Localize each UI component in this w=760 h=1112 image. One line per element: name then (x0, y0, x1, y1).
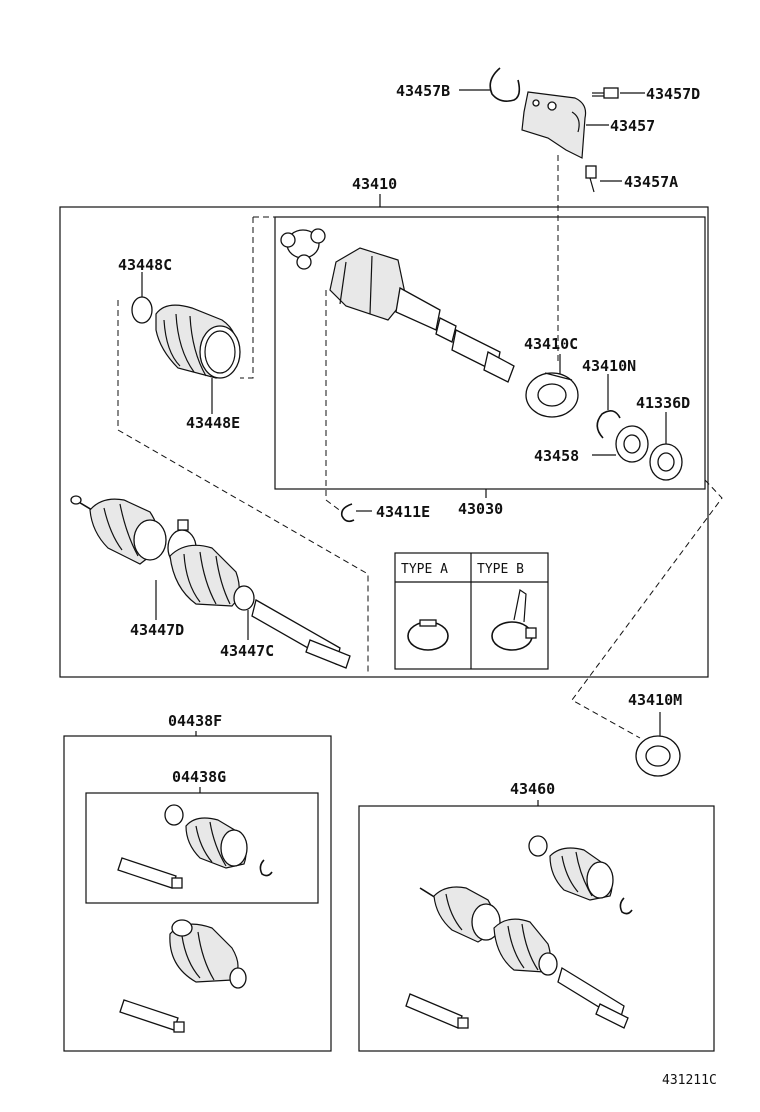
label-43410N: 43410N (582, 357, 636, 375)
label-04438F: 04438F (168, 712, 222, 730)
inboard-joint-shaft (329, 247, 515, 383)
label-43457B: 43457B (396, 82, 450, 100)
label-43410: 43410 (352, 175, 397, 193)
bolt-43457D (592, 87, 619, 99)
label-43460: 43460 (510, 780, 555, 798)
seal-43458 (615, 425, 649, 463)
dash-d (325, 290, 343, 513)
tripod-joint (280, 228, 326, 270)
boot-43448E (155, 304, 241, 379)
label-41336D: 41336D (636, 394, 690, 412)
bracket-43457 (521, 91, 587, 159)
label-43410M: 43410M (628, 691, 682, 709)
label-43457: 43457 (610, 117, 655, 135)
box-43410 (59, 206, 709, 678)
outboard-shaft-assembly (70, 495, 351, 669)
dash-c (117, 300, 369, 672)
label-43457A: 43457A (624, 173, 678, 191)
label-43457D: 43457D (646, 85, 700, 103)
snapring-43410N (596, 410, 621, 439)
assembly-43460-parts (405, 835, 633, 1029)
bearing-43410M (635, 735, 681, 777)
seal-41336D (649, 443, 683, 481)
label-04438G: 04438G (172, 768, 226, 786)
box-43460 (358, 805, 715, 1052)
dash-e (571, 479, 723, 739)
label-43458: 43458 (534, 447, 579, 465)
kit-04438G-parts (117, 804, 273, 889)
label-type-a: TYPE A (401, 562, 448, 577)
bearing-43410C (525, 372, 579, 418)
box-43030 (274, 216, 706, 490)
label-43410C: 43410C (524, 335, 578, 353)
clamp-type-legend: TYPE A TYPE B (394, 552, 549, 670)
kit-04438F-parts (119, 919, 247, 1033)
label-type-b: TYPE B (477, 562, 524, 577)
bolt-43457A (585, 165, 597, 193)
label-43030: 43030 (458, 500, 503, 518)
box-04438G (85, 792, 319, 904)
label-43447C: 43447C (220, 642, 274, 660)
label-43448E: 43448E (186, 414, 240, 432)
clamp-43448C (131, 296, 153, 324)
clip-43411E (340, 503, 355, 523)
label-43447D: 43447D (130, 621, 184, 639)
label-43448C: 43448C (118, 256, 172, 274)
box-04438F (63, 735, 332, 1052)
clip-43457B (489, 67, 521, 102)
dash-b (240, 217, 254, 379)
label-43411E: 43411E (376, 503, 430, 521)
figure-code: 431211C (662, 1073, 717, 1088)
